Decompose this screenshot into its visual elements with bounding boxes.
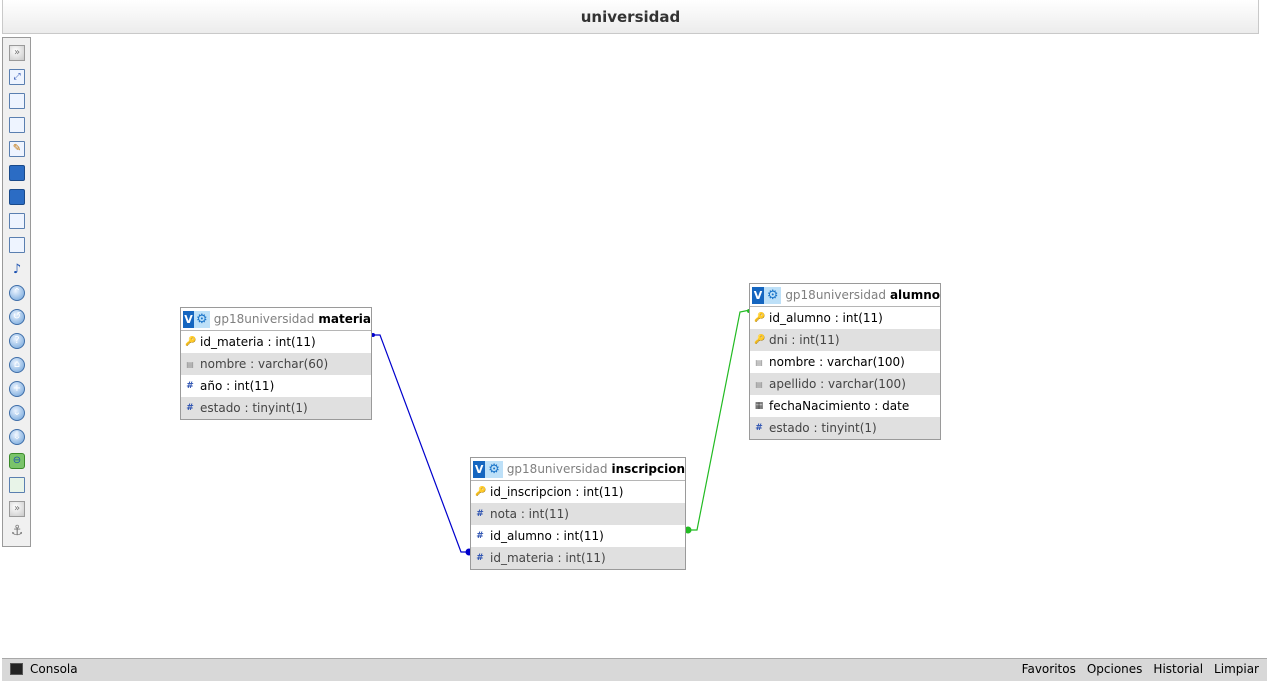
text-field-icon: ▤ <box>186 359 194 369</box>
table-row[interactable]: #estado : tinyint(1) <box>181 397 371 419</box>
add-table-icon[interactable] <box>9 93 25 109</box>
console-label: Consola <box>30 662 78 676</box>
key-icon: 🔑 <box>754 335 766 345</box>
toggle-grid-icon[interactable]: + <box>9 381 25 397</box>
favorites-link[interactable]: Favoritos <box>1021 662 1076 676</box>
table-row[interactable]: ▤apellido : varchar(100) <box>750 373 940 395</box>
collapse-icon[interactable]: » <box>9 501 25 517</box>
number-field-icon: # <box>755 423 763 433</box>
page-title: universidad <box>580 8 681 26</box>
table-header[interactable]: V ⚙ gp18universidad materia <box>181 308 371 331</box>
console-toggle[interactable]: Consola <box>10 662 78 676</box>
delete-page-icon[interactable] <box>9 213 25 229</box>
date-field-icon: ▦ <box>754 401 764 411</box>
table-row[interactable]: #estado : tinyint(1) <box>750 417 940 439</box>
relation-line-materia-inscripcion <box>372 334 469 553</box>
number-field-icon: # <box>476 509 484 519</box>
table-row[interactable]: ▤nombre : varchar(60) <box>181 353 371 375</box>
export-icon[interactable] <box>9 237 25 253</box>
table-row[interactable]: #id_alumno : int(11) <box>476 529 604 543</box>
database-name: gp18universidad <box>213 312 315 326</box>
toggle-menu-icon[interactable]: » <box>9 45 25 61</box>
gear-icon[interactable]: ⚙ <box>194 310 210 328</box>
save-as-icon[interactable] <box>9 189 25 205</box>
table-header[interactable]: V ⚙ gp18universidad alumno <box>750 284 940 307</box>
clear-link[interactable]: Limpiar <box>1214 662 1259 676</box>
number-field-icon: # <box>186 403 194 413</box>
toggle-relations-icon[interactable]: ⌂ <box>9 357 25 373</box>
anchor-icon[interactable]: ⚓ <box>10 523 24 539</box>
table-row[interactable]: #id_materia : int(11) <box>471 547 685 569</box>
relation-line-alumno-inscripcion <box>688 309 751 531</box>
table-row[interactable]: #nota : int(11) <box>471 503 685 525</box>
toggle-small-icon[interactable]: ⇩ <box>9 429 25 445</box>
number-field-icon: # <box>476 553 484 563</box>
table-row[interactable]: ▦fechaNacimiento : date <box>754 399 910 413</box>
table-row[interactable]: 🔑id_alumno : int(11) <box>754 311 883 325</box>
text-field-icon: ▤ <box>755 379 763 389</box>
edit-icon[interactable]: ✎ <box>9 141 25 157</box>
toggle-lines-icon[interactable]: ⊖ <box>9 453 25 469</box>
export-schema-icon[interactable] <box>9 477 25 493</box>
gear-icon[interactable]: ⚙ <box>764 286 782 304</box>
designer-toolbar: » ⤢ ✎ ♪ ⌃ ↺ ? ⌂ + ⌄ ⇩ ⊖ » ⚓ <box>2 37 31 547</box>
database-name: gp18universidad <box>506 462 608 476</box>
table-inscripcion[interactable]: V ⚙ gp18universidad inscripcion 🔑id_insc… <box>470 457 686 570</box>
table-materia[interactable]: V ⚙ gp18universidad materia 🔑id_materia … <box>180 307 372 420</box>
save-icon[interactable] <box>9 165 25 181</box>
text-field-icon: ▤ <box>755 357 763 367</box>
toggle-shown-icon[interactable]: ⌄ <box>9 405 25 421</box>
table-row[interactable]: 🔑id_inscripcion : int(11) <box>475 485 624 499</box>
key-icon: 🔑 <box>475 487 487 497</box>
database-name: gp18universidad <box>785 288 886 302</box>
table-row[interactable]: 🔑id_materia : int(11) <box>185 335 316 349</box>
table-name: materia <box>318 312 371 326</box>
relation-icon[interactable]: ♪ <box>12 261 22 277</box>
table-header[interactable]: V ⚙ gp18universidad inscripcion <box>471 458 685 481</box>
number-field-icon: # <box>476 531 484 541</box>
add-page-icon[interactable] <box>9 117 25 133</box>
fit-to-screen-icon[interactable]: ⤢ <box>9 69 25 85</box>
console-links: Favoritos Opciones Historial Limpiar <box>1011 662 1259 676</box>
toggle-columns-button[interactable]: V <box>473 460 486 478</box>
relation-end-dot <box>684 526 692 534</box>
help-icon[interactable]: ? <box>9 333 25 349</box>
key-icon: 🔑 <box>185 337 197 347</box>
console-icon <box>10 663 23 675</box>
toggle-columns-button[interactable]: V <box>183 310 195 328</box>
toggle-angular-icon[interactable]: ↺ <box>9 309 25 325</box>
toggle-columns-button[interactable]: V <box>752 286 765 304</box>
table-row[interactable]: ▤nombre : varchar(100) <box>755 355 905 369</box>
gear-icon[interactable]: ⚙ <box>485 460 503 478</box>
options-link[interactable]: Opciones <box>1086 662 1143 676</box>
key-icon: 🔑 <box>754 313 766 323</box>
history-link[interactable]: Historial <box>1153 662 1204 676</box>
relation-start-dot <box>371 333 375 337</box>
table-row[interactable]: 🔑dni : int(11) <box>750 329 940 351</box>
table-name: inscripcion <box>611 462 685 476</box>
status-bar: Consola Favoritos Opciones Historial Lim… <box>2 658 1267 681</box>
table-name: alumno <box>889 288 940 302</box>
title-bar: universidad <box>2 0 1259 34</box>
toggle-keys-icon[interactable]: ⌃ <box>9 285 25 301</box>
table-row[interactable]: #año : int(11) <box>186 379 275 393</box>
table-alumno[interactable]: V ⚙ gp18universidad alumno 🔑id_alumno : … <box>749 283 941 440</box>
number-field-icon: # <box>186 381 194 391</box>
